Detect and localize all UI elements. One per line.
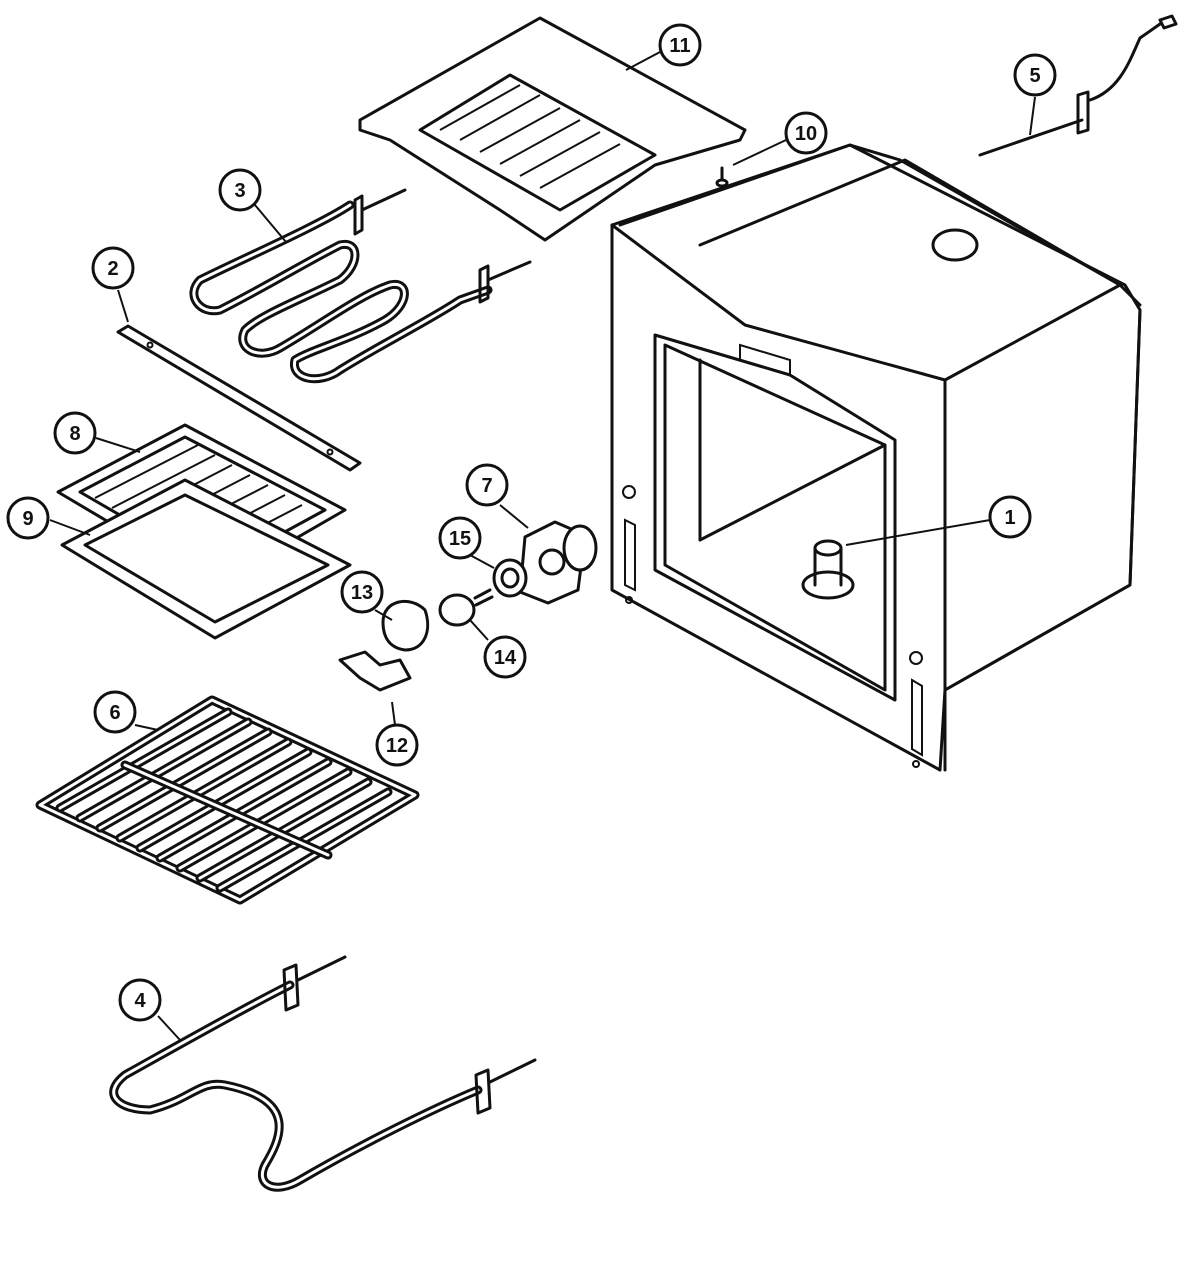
leader-13 <box>374 609 393 621</box>
leader-6 <box>134 724 159 731</box>
callout-10: 10 <box>784 111 828 155</box>
svg-text:7: 7 <box>481 475 492 497</box>
svg-text:11: 11 <box>669 35 690 57</box>
svg-text:1: 1 <box>1004 507 1015 529</box>
svg-text:5: 5 <box>1029 65 1040 87</box>
svg-text:9: 9 <box>22 508 33 530</box>
broil-shield <box>358 16 747 242</box>
lens-clip <box>338 650 412 692</box>
leader-10 <box>732 139 787 166</box>
oven-cavity <box>610 143 1142 772</box>
callout-2: 2 <box>91 246 135 290</box>
svg-text:6: 6 <box>109 702 120 724</box>
lamp-socket <box>492 558 528 598</box>
callout-15: 15 <box>438 516 482 560</box>
leader-8 <box>95 437 141 453</box>
temperature-sensor <box>978 14 1178 157</box>
svg-text:4: 4 <box>134 990 146 1012</box>
svg-text:13: 13 <box>351 582 373 604</box>
callout-11: 11 <box>658 23 702 67</box>
leader-15 <box>469 554 495 569</box>
svg-text:10: 10 <box>795 123 817 145</box>
callout-8: 8 <box>53 411 97 455</box>
callout-5: 5 <box>1013 53 1057 97</box>
callout-4: 4 <box>118 978 162 1022</box>
callout-14: 14 <box>483 635 527 679</box>
callout-3: 3 <box>218 168 262 212</box>
leader-2 <box>117 289 129 323</box>
strip <box>116 324 362 472</box>
broil-pan <box>60 478 352 640</box>
svg-text:12: 12 <box>386 735 408 757</box>
svg-text:2: 2 <box>107 258 118 280</box>
leader-12 <box>391 701 396 726</box>
cavity-fitting <box>801 539 855 600</box>
callout-12: 12 <box>375 723 419 767</box>
leader-11 <box>625 51 661 71</box>
light-bulb <box>438 588 494 627</box>
bake-element <box>109 955 537 1192</box>
leader-9 <box>49 519 91 536</box>
leader-3 <box>254 204 287 243</box>
leader-7 <box>499 504 529 529</box>
leader-4 <box>157 1015 181 1041</box>
screw <box>715 166 729 188</box>
light-lens <box>381 600 430 652</box>
callout-7: 7 <box>465 463 509 507</box>
callout-1: 1 <box>988 495 1032 539</box>
leader-14 <box>469 619 489 641</box>
oven-rack <box>35 695 420 905</box>
callout-13: 13 <box>340 570 384 614</box>
svg-text:8: 8 <box>69 423 80 445</box>
leader-1 <box>845 519 991 546</box>
leader-5 <box>1029 96 1036 136</box>
callout-9: 9 <box>6 496 50 540</box>
svg-text:15: 15 <box>449 528 471 550</box>
broil-element <box>189 188 532 384</box>
callout-6: 6 <box>93 690 137 734</box>
light-housing <box>518 520 598 605</box>
svg-text:14: 14 <box>494 647 517 669</box>
svg-text:3: 3 <box>234 180 245 202</box>
